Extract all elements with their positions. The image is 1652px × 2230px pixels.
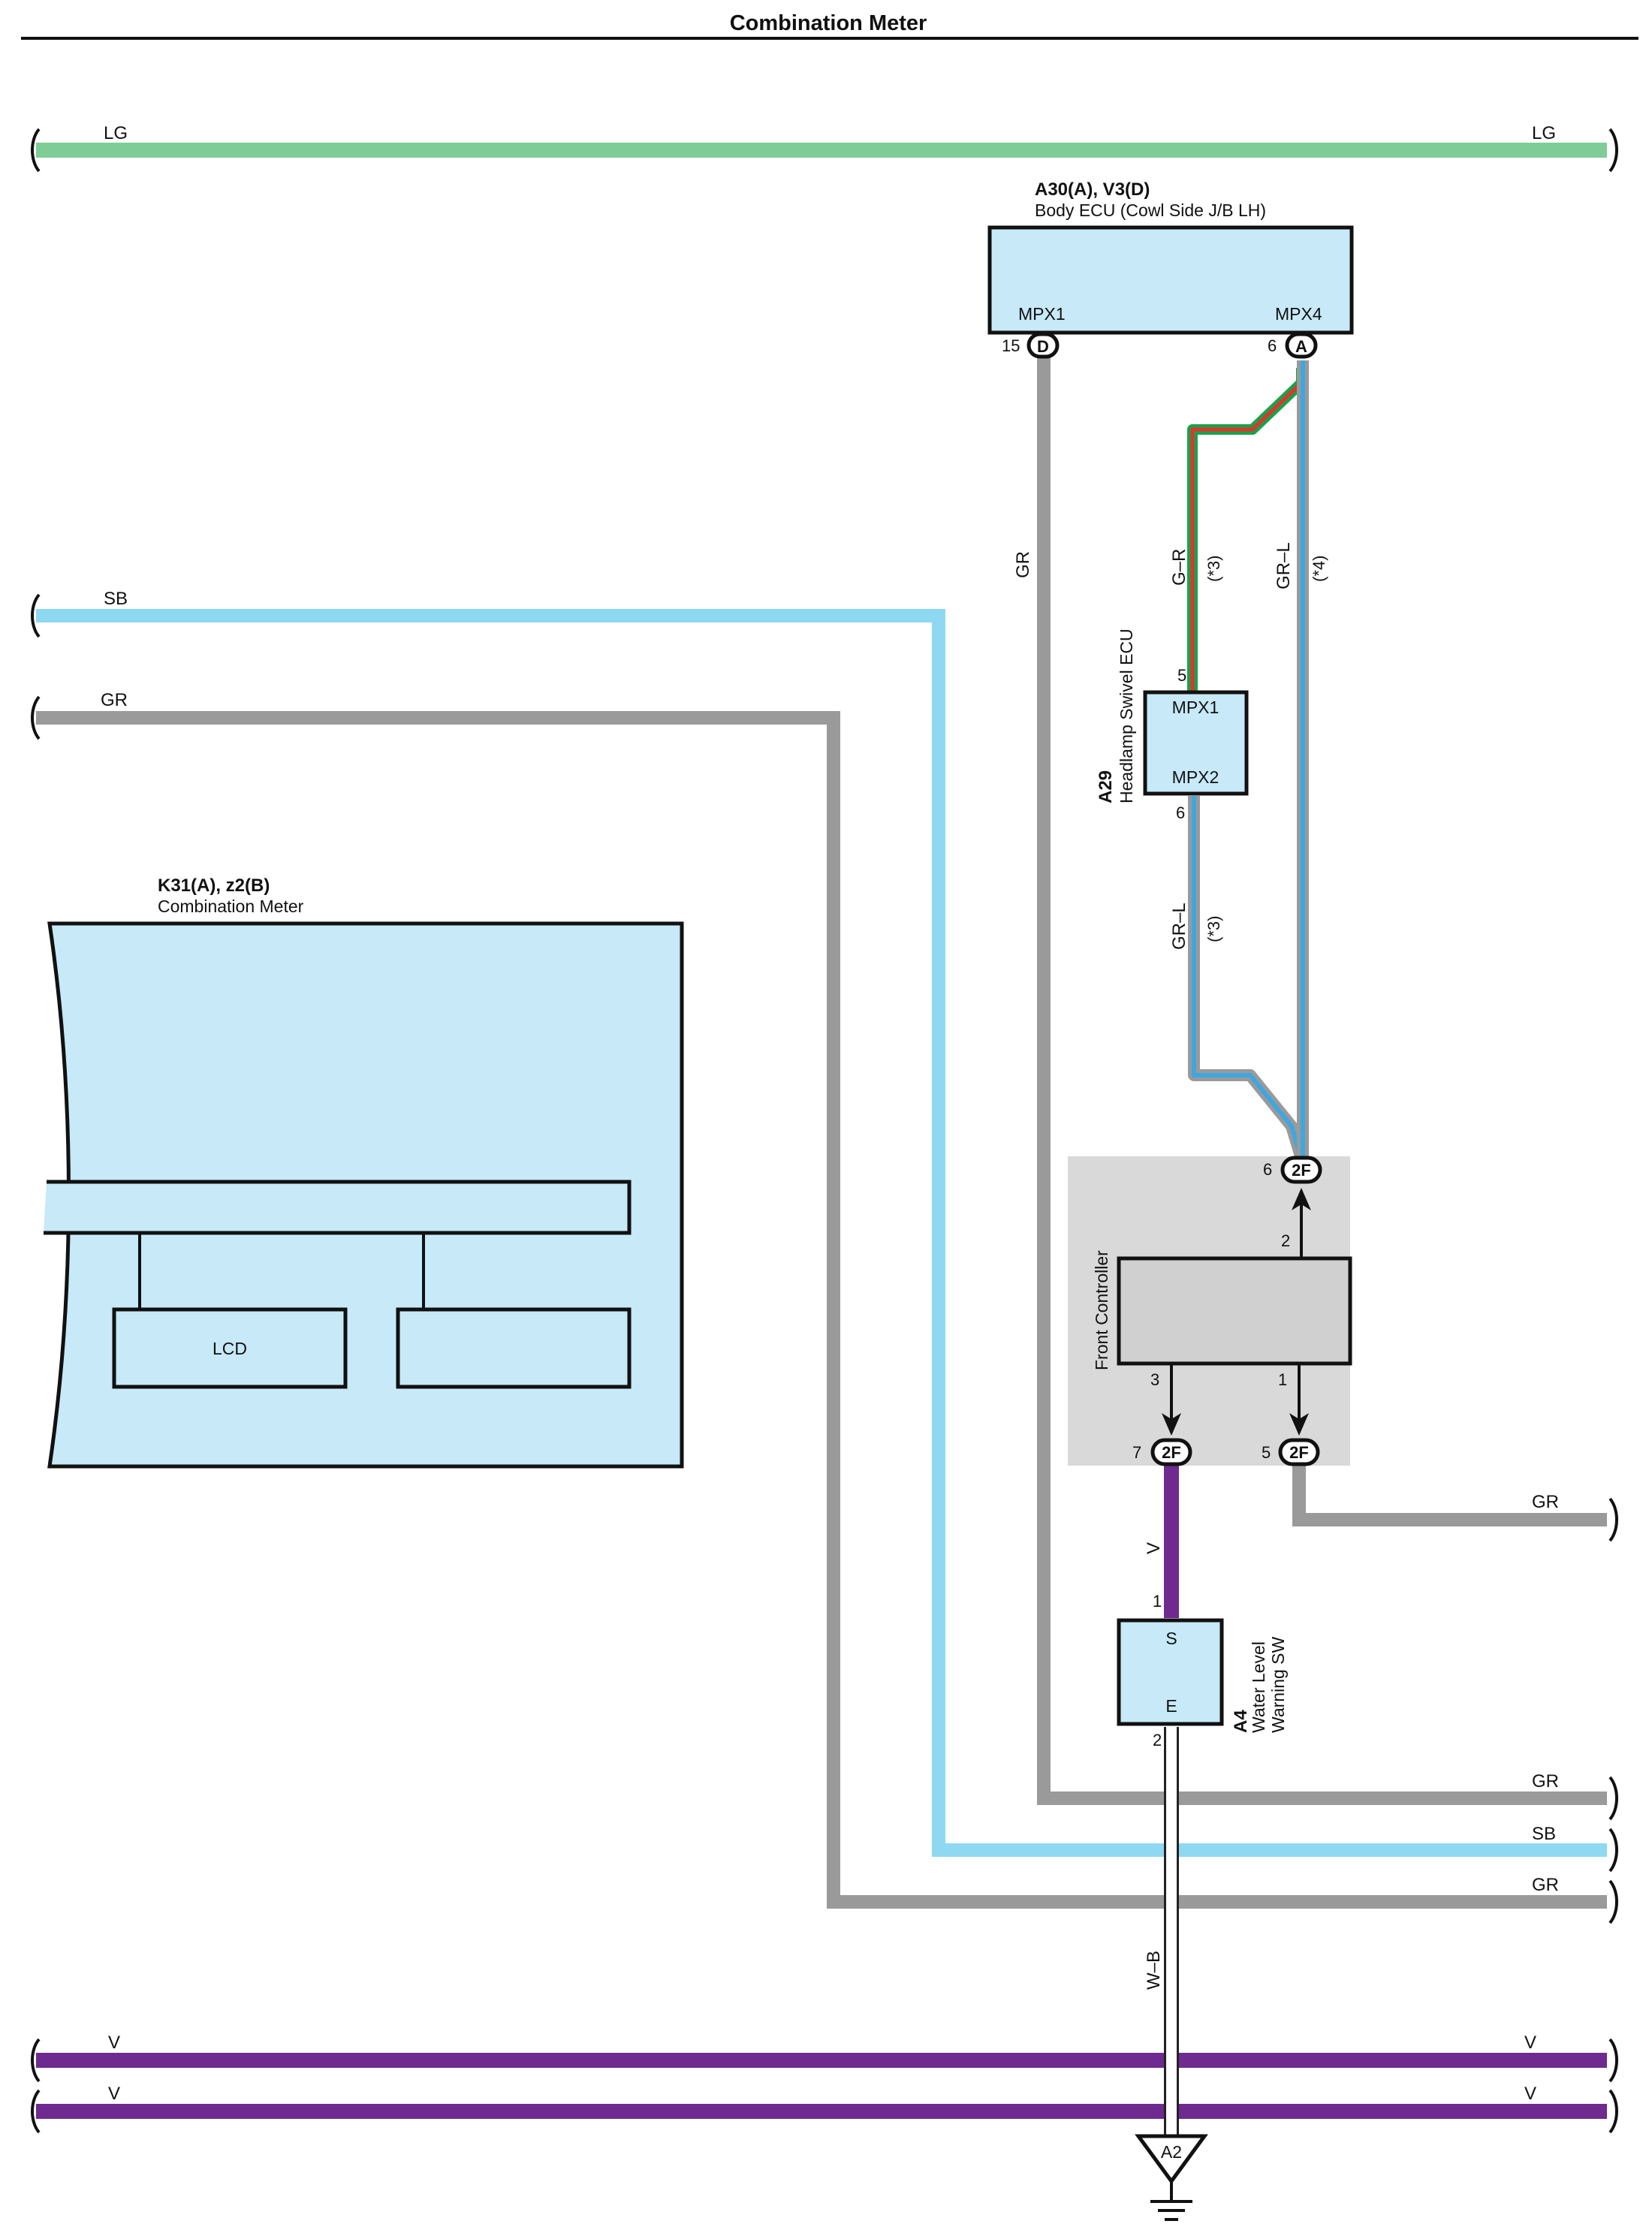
body-ecu: A30(A), V3(D) Body ECU (Cowl Side J/B LH… xyxy=(987,179,1354,359)
wire-sb xyxy=(36,609,1607,1857)
body-ecu-pin-mpx1: MPX1 xyxy=(1018,304,1066,324)
front-controller-arrow-br xyxy=(1289,1413,1309,1436)
wire-label-gr-left: GR xyxy=(101,690,128,710)
water-sw-name-line2: Warning SW xyxy=(1268,1636,1288,1733)
water-sw-pin-s: S xyxy=(1165,1629,1177,1648)
body-ecu-connector-a xyxy=(1285,332,1318,359)
ground-triangle xyxy=(1135,2134,1208,2185)
front-controller-connector-bl-label: 2F xyxy=(1162,1443,1181,1462)
wire-label-v-bottom-1-right: V xyxy=(1524,2033,1536,2053)
body-ecu-pin-mpx4: MPX4 xyxy=(1275,304,1322,324)
front-controller-connector-br xyxy=(1278,1438,1320,1466)
wire-label-gr-l-lower-note: (*3) xyxy=(1204,916,1223,942)
wire-gr-left xyxy=(36,711,1607,1909)
body-ecu-connector-d xyxy=(1026,332,1060,359)
front-controller-arrow-bl xyxy=(1162,1413,1181,1436)
wire-gr-controller xyxy=(1292,1460,1607,1526)
body-ecu-connector-d-label: D xyxy=(1037,337,1049,356)
page-title: Combination Meter xyxy=(730,11,927,35)
front-controller-connector-top-label: 2F xyxy=(1292,1161,1311,1180)
headlamp-ecu-pin-5-number: 5 xyxy=(1177,666,1186,685)
water-sw-box xyxy=(1117,1618,1224,1726)
ground-label: A2 xyxy=(1161,2142,1182,2162)
wire-label-v-bottom-2-right: V xyxy=(1524,2084,1536,2104)
front-controller-box xyxy=(1117,1256,1352,1366)
front-controller-pin-2: 2 xyxy=(1281,1231,1290,1250)
front-controller-connector-top xyxy=(1280,1156,1322,1184)
body-ecu-pin-15-number: 15 xyxy=(1002,336,1020,355)
wire-label-gr-l-right: GR–L xyxy=(1274,542,1294,589)
headlamp-swivel-ecu: A29 Headlamp Swivel ECU 5 MPX1 MPX2 6 xyxy=(1096,628,1249,822)
headlamp-ecu-pin-mpx1: MPX1 xyxy=(1172,698,1219,717)
wire-label-gr-right-mid: GR xyxy=(1532,1492,1559,1512)
wire-label-v-vertical: V xyxy=(1144,1542,1164,1554)
body-ecu-code: A30(A), V3(D) xyxy=(1035,179,1150,200)
wire-gr-l-lower-inner xyxy=(1192,796,1303,1157)
combination-meter-lcd-label: LCD xyxy=(213,1339,247,1358)
body-ecu-box xyxy=(987,225,1354,335)
combination-meter-unit xyxy=(396,1307,632,1389)
wire-gr-body-ecu xyxy=(1037,353,1607,1805)
front-controller-name: Front Controller xyxy=(1092,1250,1111,1370)
headlamp-ecu-name: Headlamp Swivel ECU xyxy=(1117,628,1136,803)
front-controller-pin-3: 3 xyxy=(1150,1370,1159,1389)
headlamp-ecu-pin-6-number: 6 xyxy=(1176,803,1185,822)
water-level-warning-sw: 1 S E 2 A4 Water Level Warning SW xyxy=(1117,1592,1288,1749)
front-controller-pin-5: 5 xyxy=(1262,1443,1271,1462)
wire-label-gr-right-2: GR xyxy=(1532,1875,1559,1895)
ground-a2: A2 xyxy=(1135,2134,1208,2221)
wire-label-gr-l-lower: GR–L xyxy=(1169,903,1189,950)
combination-meter-bus xyxy=(44,1180,632,1235)
front-controller-arrow-top xyxy=(1292,1188,1311,1210)
front-controller-pin-1: 1 xyxy=(1278,1370,1287,1389)
wire-label-gr-right-1: GR xyxy=(1532,1771,1559,1792)
headlamp-ecu-box xyxy=(1143,690,1249,796)
front-controller-connector-br-label: 2F xyxy=(1289,1443,1309,1462)
front-controller-pin-7: 7 xyxy=(1132,1443,1141,1462)
water-sw-pin-1-number: 1 xyxy=(1153,1592,1162,1611)
body-ecu-pin-6-number: 6 xyxy=(1268,336,1277,355)
headlamp-ecu-code: A29 xyxy=(1096,770,1116,803)
wire-label-v-bottom-2-left: V xyxy=(108,2084,120,2104)
combination-meter: K31(A), z2(B) Combination Meter LCD xyxy=(44,875,684,1469)
water-sw-pin-e: E xyxy=(1165,1696,1177,1716)
wire-label-g-r: G–R xyxy=(1169,549,1189,586)
wire-gr-l-lower-outer xyxy=(1188,796,1307,1159)
body-ecu-connector-a-label: A xyxy=(1295,337,1307,356)
wire-label-sb-right: SB xyxy=(1532,1824,1556,1844)
combination-meter-lcd xyxy=(112,1307,348,1389)
wire-label-gr-vertical: GR xyxy=(1013,551,1033,578)
wire-label-w-b: W–B xyxy=(1144,1951,1164,1990)
wire-label-g-r-note: (*3) xyxy=(1204,556,1223,582)
wire-label-lg-right: LG xyxy=(1532,123,1556,143)
wire-end-marks xyxy=(31,128,1618,2134)
wire-label-gr-l-right-note: (*4) xyxy=(1310,556,1328,582)
wire-label-lg-left: LG xyxy=(104,123,128,143)
front-controller-connector-bl xyxy=(1150,1438,1192,1466)
wire-g-r-green xyxy=(1187,368,1307,691)
water-sw-name-line1: Water Level xyxy=(1249,1641,1268,1733)
body-ecu-name: Body ECU (Cowl Side J/B LH) xyxy=(1035,200,1266,220)
headlamp-ecu-pin-mpx2: MPX2 xyxy=(1172,767,1219,787)
combination-meter-code: K31(A), z2(B) xyxy=(158,875,270,896)
combination-meter-name: Combination Meter xyxy=(158,897,304,916)
water-sw-code: A4 xyxy=(1231,1710,1251,1733)
wire-label-v-bottom-1-left: V xyxy=(108,2033,120,2053)
front-controller-pin-6: 6 xyxy=(1263,1160,1272,1179)
wire-label-sb-left: SB xyxy=(104,589,128,609)
water-sw-pin-2-number: 2 xyxy=(1153,1731,1162,1749)
wire-g-r-red xyxy=(1190,368,1304,691)
front-controller: Front Controller 6 2F 2 3 7 2F 1 5 2F xyxy=(1068,1156,1352,1466)
